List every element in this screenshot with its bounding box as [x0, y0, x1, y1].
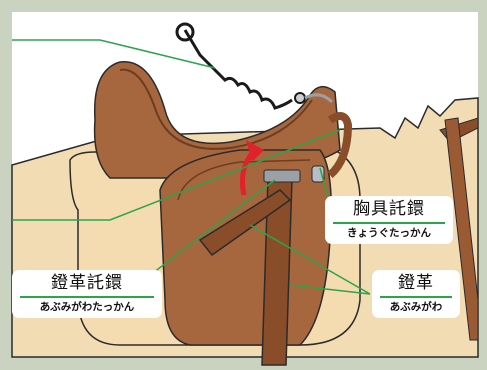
label-breastplate-dee-reading: きょうぐたっかん [347, 227, 431, 239]
label-stirrup-bar-main: 鐙革託鐶 [51, 273, 123, 293]
pommel-strap [327, 112, 353, 179]
stirrup-leather-flap [198, 189, 292, 257]
leader-line-left [12, 129, 341, 221]
stirrup-bar [263, 169, 301, 183]
label-stirrup-leather-reading: あぶみがわ [389, 301, 443, 313]
label-breastplate-dee-rule [333, 222, 445, 224]
label-stirrup-bar-reading: あぶみがわたっかん [39, 301, 135, 313]
rope-snap [294, 92, 306, 104]
rear-strap [444, 117, 479, 341]
lead-rope [183, 29, 293, 110]
label-stirrup-bar-rule [20, 296, 154, 298]
flap-line [177, 159, 311, 201]
rope-ring [304, 93, 334, 104]
label-stirrup-leather-rule [380, 296, 452, 298]
clip-ring [175, 22, 195, 42]
label-breastplate-dee: 胸具託鐶 きょうぐたっかん [325, 196, 453, 244]
rotation-arrowhead [246, 140, 264, 162]
label-stirrup-leather-main: 鐙革 [398, 273, 434, 293]
label-breastplate-dee-main: 胸具託鐶 [353, 199, 425, 219]
label-stirrup-bar: 鐙革託鐶 あぶみがわたっかん [12, 270, 162, 318]
leader-stirrup-leather [249, 224, 371, 295]
leader-line-top [12, 39, 216, 69]
seat-line [119, 68, 313, 150]
label-stirrup-leather: 鐙革 あぶみがわ [372, 270, 460, 318]
